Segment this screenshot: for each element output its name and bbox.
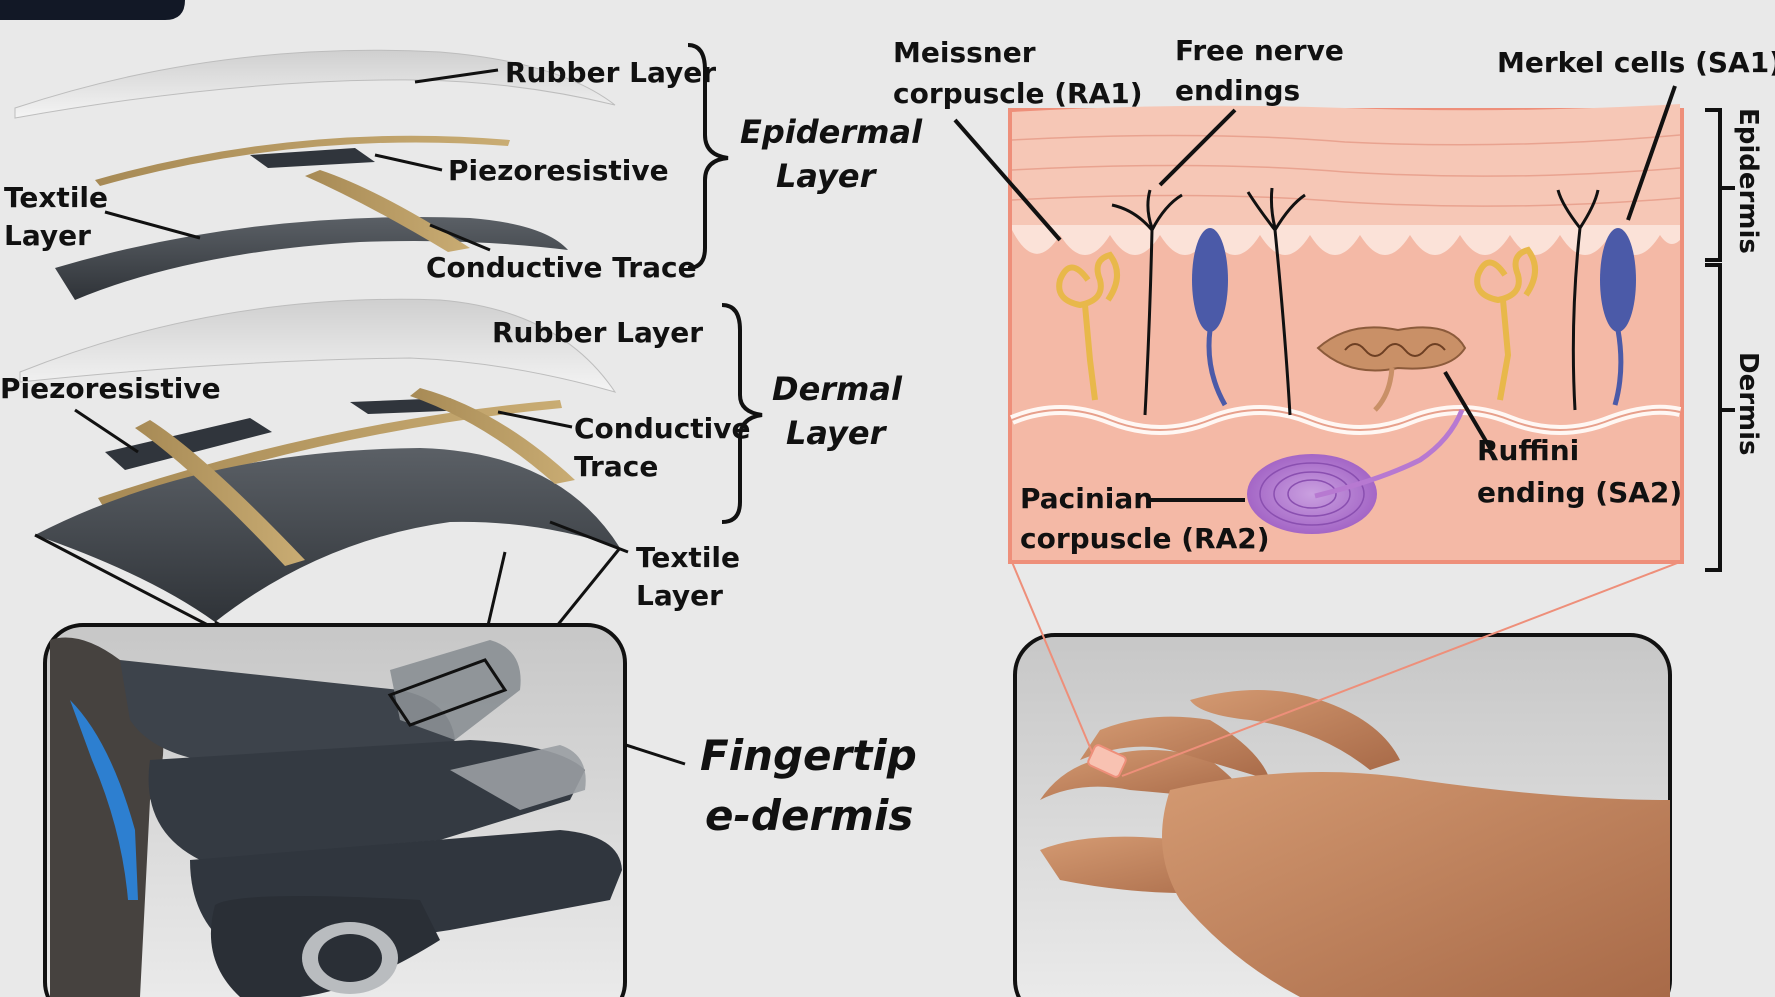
epidermis-bracket — [1705, 110, 1720, 260]
corner-tab — [0, 0, 185, 20]
prosthetic-hand-panel — [45, 625, 625, 997]
merkel-label: Merkel cells (SA1) — [1497, 46, 1775, 79]
dermal-conductive-label-2: Trace — [574, 450, 658, 483]
right-side-brackets — [1705, 110, 1735, 570]
merkel-cell-right — [1600, 228, 1636, 332]
dermis-label: Dermis — [1733, 352, 1763, 456]
dermal-conductive-label-1: Conductive — [574, 412, 751, 445]
epidermal-textile-label-2: Layer — [4, 219, 91, 252]
fingertip-title-2: e-dermis — [705, 791, 913, 840]
free-nerve-label-1: Free nerve — [1175, 34, 1344, 67]
ruffini-label-1: Ruffini — [1477, 434, 1579, 467]
epidermal-piezo-label: Piezoresistive — [448, 154, 669, 187]
dermal-textile-label-1: Textile — [636, 541, 740, 574]
merkel-cell-left — [1192, 228, 1228, 332]
epidermal-conductive-label: Conductive Trace — [426, 251, 697, 284]
pacinian-label-1: Pacinian — [1020, 482, 1153, 515]
ruffini-label-2: ending (SA2) — [1477, 476, 1682, 509]
epidermal-layer-title-2: Layer — [776, 157, 878, 195]
dermal-textile-label-2: Layer — [636, 579, 723, 612]
skin-cross-section: Epidermis Dermis Meissner corpuscle (RA1… — [893, 34, 1775, 570]
epidermis-label: Epidermis — [1733, 108, 1763, 254]
dermal-rubber-label: Rubber Layer — [492, 316, 703, 349]
dermal-layer-title-2: Layer — [786, 414, 888, 452]
dermal-textile-layer — [35, 448, 620, 622]
human-hand-panel — [1015, 635, 1670, 997]
free-nerve-label-2: endings — [1175, 74, 1300, 107]
fingertip-title-1: Fingertip — [700, 731, 917, 780]
epidermal-rubber-label: Rubber Layer — [505, 56, 716, 89]
epidermal-textile-label-1: Textile — [4, 181, 108, 214]
stratum-layer — [1012, 104, 1680, 230]
pacinian-label-2: corpuscle (RA2) — [1020, 522, 1270, 555]
thumb-socket — [318, 934, 382, 982]
dermis-bracket — [1705, 265, 1720, 570]
dermal-layer-title-1: Dermal — [772, 370, 903, 408]
meissner-label-1: Meissner — [893, 36, 1036, 69]
epidermal-layer-title-1: Epidermal — [740, 113, 923, 151]
dermal-piezo-label: Piezoresistive — [0, 372, 221, 405]
meissner-label-2: corpuscle (RA1) — [893, 77, 1143, 110]
